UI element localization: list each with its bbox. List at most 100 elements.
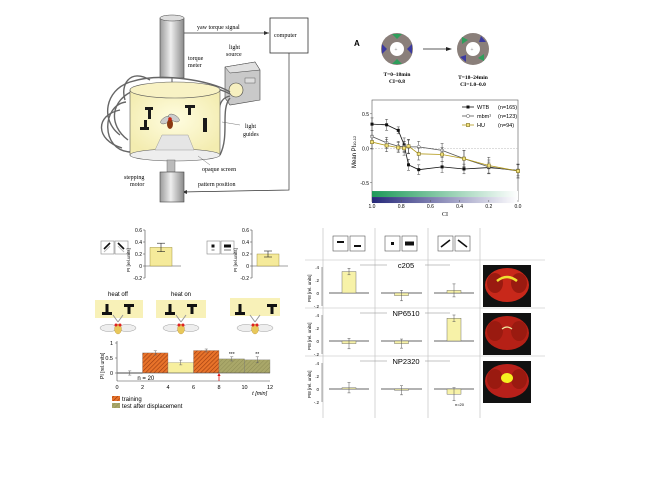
pattern-bar-icon (337, 241, 344, 243)
brain-expression (501, 326, 513, 330)
data-point (462, 167, 466, 171)
data-point (417, 168, 421, 172)
x-axis-label: t [min] (252, 391, 267, 397)
fly-body (177, 323, 185, 335)
ring-2-caption-ci: CI=1.0–0.0 (460, 82, 486, 88)
brain-lobe (511, 273, 527, 293)
y-tick-label: -.2 (314, 352, 320, 357)
pattern-bar-icon (354, 245, 361, 247)
bar-training (193, 350, 220, 374)
legend-swatch-test (112, 403, 120, 408)
arena-strip (156, 300, 206, 318)
data-point (407, 163, 410, 167)
brain-lobe (487, 321, 503, 341)
x-tick-label: 10 (241, 385, 247, 391)
arena-strip (93, 300, 143, 318)
pattern-diagonal-icon (457, 239, 468, 248)
legend-n: (n=123) (498, 114, 517, 120)
y-tick-label: -.2 (314, 304, 320, 309)
brain-lobe (487, 273, 503, 293)
n-annotation: n = 20 (137, 376, 155, 382)
label-source: source (226, 52, 242, 58)
y-axis-label: PI [rel.units] (100, 352, 106, 379)
legend-marker (466, 114, 470, 118)
data-point (370, 122, 374, 126)
y-axis-label: PI [rel.units] (233, 248, 238, 272)
x-tick-label: 1.0 (369, 204, 376, 210)
y-tick-label: 0.6 (135, 228, 142, 234)
y-axis-label: PI8 [rel. units] (307, 322, 312, 350)
x-tick-label: 8 (217, 385, 220, 391)
svg-text:+: + (395, 47, 398, 53)
significance-stars: *** (229, 352, 235, 358)
label-meter: meter (188, 63, 202, 69)
label-heat-on: heat on (171, 292, 191, 298)
bar-training (142, 352, 169, 374)
fly-eye (181, 323, 185, 327)
x-tick-label: 12 (267, 385, 273, 391)
svg-text:+: + (471, 47, 474, 53)
arena-strip (230, 298, 280, 316)
y-tick-label: 0.6 (242, 228, 249, 234)
series-line-WTB (371, 123, 519, 171)
y-tick-label: -0.2 (240, 276, 249, 282)
brain-expression (501, 373, 513, 383)
y-tick-label: .4 (315, 313, 319, 318)
pattern-diagonal-icon (440, 239, 451, 248)
legend-marker (466, 105, 470, 109)
label-motor: motor (130, 182, 144, 188)
plot-frame (371, 99, 519, 201)
fly-eye (118, 323, 122, 327)
y-tick-label: 0.4 (242, 240, 249, 246)
row-title-NP6510: NP6510 (392, 309, 419, 318)
fly-eye (114, 323, 118, 327)
y-tick-label: .2 (315, 374, 319, 379)
y-tick-label: 0 (316, 339, 319, 344)
y-tick-label: -.2 (314, 400, 320, 405)
row-title-NP2320: NP2320 (392, 357, 419, 366)
legend-label: mbm¹ (477, 114, 491, 120)
pattern-icon-box (349, 235, 366, 252)
label-light-2: light (245, 124, 256, 130)
y-tick-label: 0.5 (362, 112, 369, 118)
y-tick-label: .4 (315, 361, 319, 366)
legend-n: (n=165) (498, 105, 517, 111)
small-bar-chart-size: 0.60.40.20-0.2PI [rel.units] (233, 228, 288, 282)
diagonal-pattern-icons (100, 240, 129, 255)
x-tick-label: 4 (166, 385, 169, 391)
fly-antenna (175, 314, 187, 323)
pattern-wide-icon (405, 241, 414, 246)
ring-1-caption-time: T=0–18min (384, 72, 411, 78)
legend-swatch-training (112, 396, 120, 401)
ci-gradient-blue (372, 197, 518, 204)
x-tick-label: 0 (115, 385, 118, 391)
legend-label: WTB (477, 105, 490, 111)
legend-marker (466, 123, 470, 127)
x-tick-label: 6 (192, 385, 195, 391)
pattern-t-stem (270, 304, 274, 314)
label-torque: torque (188, 56, 204, 62)
displacement-arrow-head (217, 373, 221, 376)
x-tick-label: 0.6 (427, 204, 434, 210)
flight-simulator-diagram: yaw torque signal computer torque meter … (90, 10, 310, 220)
data-point (396, 145, 401, 150)
y-tick-label: .4 (315, 265, 319, 270)
y-tick-label: -0.2 (133, 276, 142, 282)
y-tick-label: 0 (110, 371, 113, 377)
fly-body (114, 323, 122, 335)
data-point (406, 144, 411, 149)
data-point (486, 163, 491, 168)
brain-lobe (511, 321, 527, 341)
ci-gradient-green (372, 191, 518, 198)
small-bar-chart-diagonal: 0.60.40.20-0.2PI [rel.units] (126, 228, 181, 282)
brain-expression (496, 275, 518, 283)
size-pattern-icons (206, 240, 235, 255)
x-tick-label: 0.2 (485, 204, 492, 210)
data-point (462, 156, 466, 161)
fly-illustrations (93, 298, 280, 335)
row-title-c205: c205 (398, 261, 414, 270)
y-axis-label: PI8 [rel. units] (307, 274, 312, 302)
y-tick-label: 0 (316, 387, 319, 392)
